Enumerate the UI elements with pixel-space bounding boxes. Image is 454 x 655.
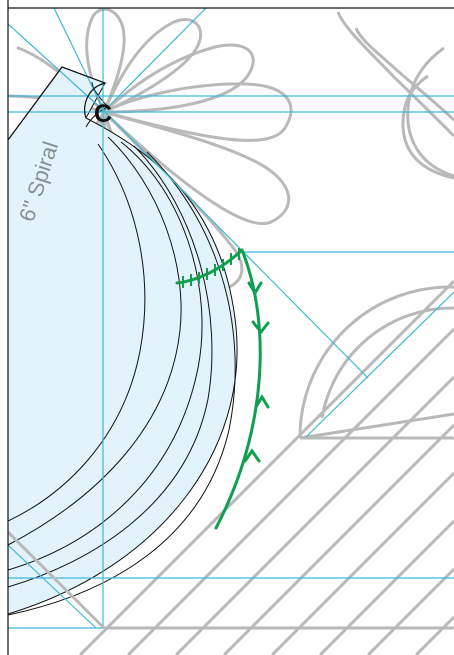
- ruler-outline: [8, 66, 107, 141]
- stitch-ticks: [182, 248, 240, 288]
- stitch-path: [175, 248, 270, 530]
- page-border: [7, 0, 454, 655]
- diagonal-hatching: [78, 279, 454, 655]
- center-label: C: [94, 100, 112, 128]
- spiral-arcs: [8, 81, 236, 616]
- spiral-shaded-wedge: [8, 66, 238, 615]
- quarter-circle-rings: [298, 11, 454, 440]
- gray-frame: [8, 530, 454, 630]
